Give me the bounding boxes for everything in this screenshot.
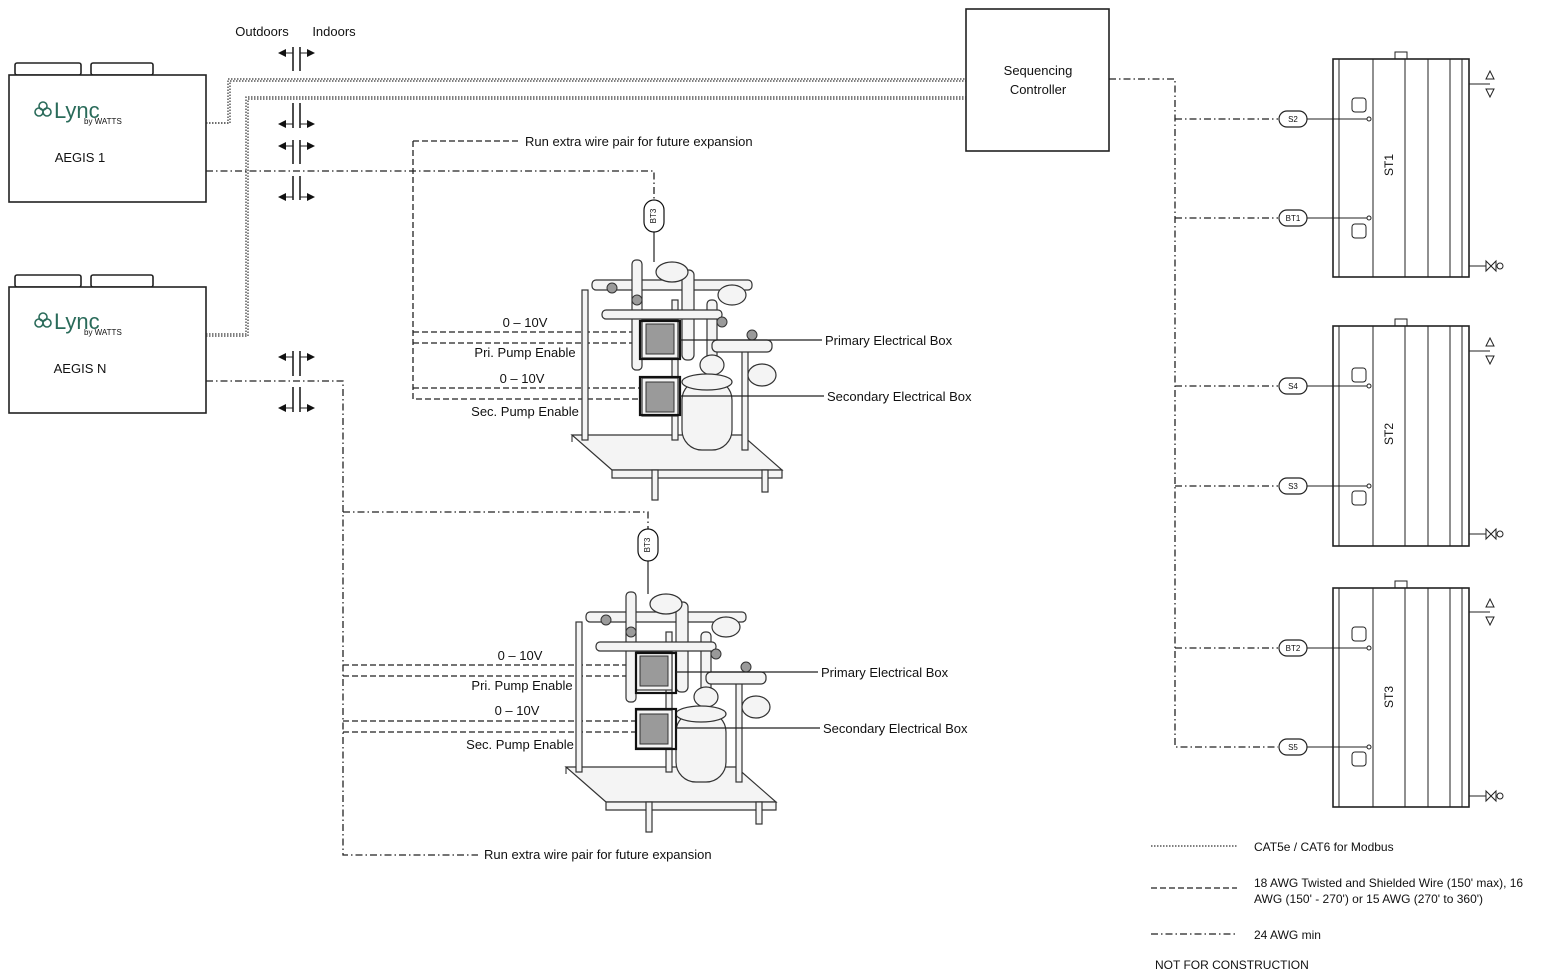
signal-label: 0 – 10V <box>498 648 543 663</box>
secondary-electrical-box <box>634 707 678 751</box>
sensor-tag-bt2: BT2 <box>1278 639 1308 657</box>
boiler-name: AEGIS N <box>54 361 107 376</box>
legend-label: 24 AWG min <box>1254 928 1321 942</box>
enable-label: Sec. Pump Enable <box>466 737 574 752</box>
tank-name: ST1 <box>1382 154 1396 176</box>
drain-valve-icon <box>1469 789 1504 803</box>
secondary-box-label: Secondary Electrical Box <box>827 389 972 404</box>
drain-valve-icon <box>1469 259 1504 273</box>
modbus-wiring <box>206 78 966 337</box>
future-expansion-note: Run extra wire pair for future expansion <box>525 134 753 149</box>
sensor-tag-s4: S4 <box>1278 377 1308 395</box>
wall-penetration-icon <box>278 351 315 376</box>
enable-label: Pri. Pump Enable <box>471 678 572 693</box>
bt3-sensor-icon: BT3 <box>637 528 659 562</box>
legend-label-cont: AWG (150' - 270') or 15 AWG (270' to 360… <box>1254 892 1483 906</box>
enable-label: Pri. Pump Enable <box>474 345 575 360</box>
primary-box-label: Primary Electrical Box <box>821 665 949 680</box>
tank-name: ST3 <box>1382 686 1396 708</box>
legend: CAT5e / CAT6 for Modbus 18 AWG Twisted a… <box>1151 840 1523 942</box>
lync-logo-icon: Lync by WATTS <box>34 309 122 337</box>
sensor-tag-s5: S5 <box>1278 738 1308 756</box>
secondary-box-label: Secondary Electrical Box <box>823 721 968 736</box>
legend-label: 18 AWG Twisted and Shielded Wire (150' m… <box>1254 876 1523 890</box>
brand-label: Lync <box>54 98 100 123</box>
wall-penetration-icon <box>278 103 315 128</box>
drain-valve-icon <box>1469 527 1504 541</box>
outdoors-label: Outdoors <box>235 24 289 39</box>
svg-text:S4: S4 <box>1288 382 1298 391</box>
svg-text:BT2: BT2 <box>1286 644 1301 653</box>
boiler-name: AEGIS 1 <box>55 150 106 165</box>
lync-logo-icon: Lync by WATTS <box>34 98 122 126</box>
sensor-tag-s3: S3 <box>1278 477 1308 495</box>
controller-label-line1: Sequencing <box>1004 63 1073 78</box>
bt3-sensor-icon: BT3 <box>643 199 665 233</box>
relief-valve-icon <box>1469 336 1495 366</box>
brand-label: Lync <box>54 309 100 334</box>
pump-skid-2: BT3 0 – 10V Pri. Pump Enable 0 – 10V Sec… <box>466 528 968 862</box>
sensor-tag-bt1: BT1 <box>1278 209 1308 227</box>
skid1-bus <box>412 141 640 400</box>
signal-label: 0 – 10V <box>500 371 545 386</box>
enable-label: Sec. Pump Enable <box>471 404 579 419</box>
bt3-wire-2 <box>343 511 649 530</box>
footer-note: NOT FOR CONSTRUCTION <box>1155 958 1309 972</box>
brand-sub-label: by WATTS <box>84 117 122 126</box>
svg-text:BT3: BT3 <box>649 208 658 223</box>
relief-valve-icon <box>1469 597 1495 627</box>
future-expansion-note: Run extra wire pair for future expansion <box>484 847 712 862</box>
wall-penetration-icon <box>278 47 315 71</box>
legend-label: CAT5e / CAT6 for Modbus <box>1254 840 1394 854</box>
svg-text:S2: S2 <box>1288 115 1298 124</box>
boiler-aegis-n: Lync by WATTS AEGIS N <box>8 274 207 414</box>
primary-electrical-box <box>634 651 678 695</box>
signal-label: 0 – 10V <box>503 315 548 330</box>
storage-tank-st2: ST2 <box>1307 318 1504 547</box>
svg-text:BT3: BT3 <box>643 537 652 552</box>
tank-name: ST2 <box>1382 423 1396 445</box>
svg-text:BT1: BT1 <box>1286 214 1301 223</box>
sensor-tag-s2: S2 <box>1278 110 1308 128</box>
bt3-wire-1 <box>206 170 655 200</box>
wall-penetration-icon <box>278 176 315 201</box>
storage-tank-st1: ST1 <box>1307 51 1504 278</box>
tank-sensor-bus <box>1109 78 1278 748</box>
boiler-aegis-1: Lync by WATTS AEGIS 1 <box>8 62 207 203</box>
svg-text:S5: S5 <box>1288 743 1298 752</box>
indoors-label: Indoors <box>312 24 356 39</box>
wall-penetration-icon <box>278 387 315 412</box>
storage-tank-st3: ST3 <box>1307 580 1504 808</box>
signal-label: 0 – 10V <box>495 703 540 718</box>
sequencing-controller: Sequencing Controller <box>965 8 1110 152</box>
controller-label-line2: Controller <box>1010 82 1067 97</box>
svg-text:S3: S3 <box>1288 482 1298 491</box>
brand-sub-label: by WATTS <box>84 328 122 337</box>
pump-skid-1: BT3 0 – 10V Pri. Pump Enable 0 – 10V Sec… <box>471 134 972 501</box>
wall-penetration-icon <box>278 140 315 164</box>
aegis-n-wire <box>206 380 478 856</box>
primary-box-label: Primary Electrical Box <box>825 333 953 348</box>
relief-valve-icon <box>1469 69 1495 99</box>
